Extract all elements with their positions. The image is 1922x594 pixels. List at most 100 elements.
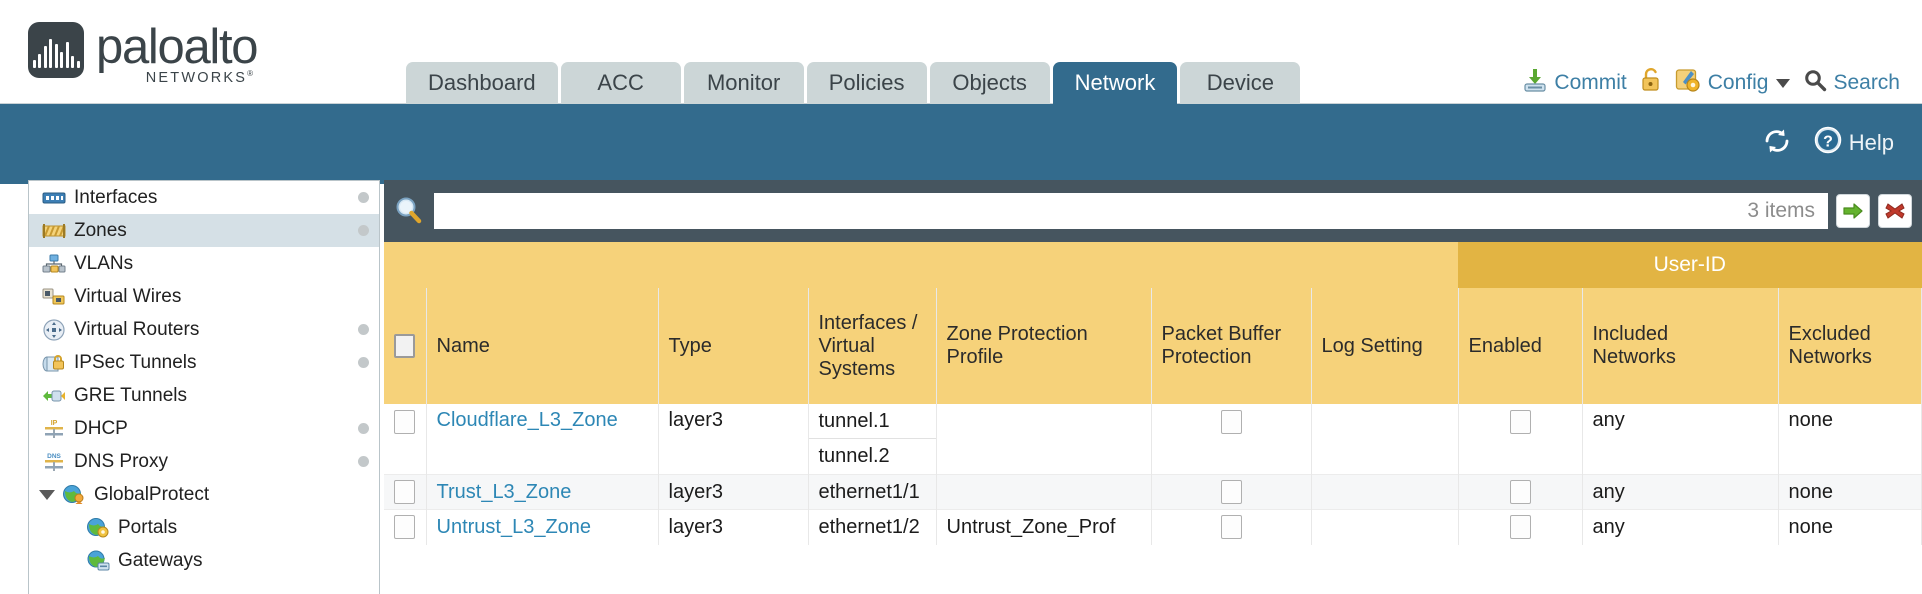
cell-userid-enabled [1458,404,1583,475]
column-header-log-setting[interactable]: Log Setting [1311,288,1459,404]
search-input[interactable] [435,195,1740,227]
cell-zone-protection-profile [936,474,1152,510]
zone-name-link[interactable]: Untrust_L3_Zone [436,515,592,538]
cell-type: layer3 [658,474,809,510]
row-checkbox[interactable] [394,410,415,434]
column-header-enabled[interactable]: Enabled [1458,288,1583,404]
sidebar-item-virtual-routers[interactable]: Virtual Routers [29,313,379,346]
main-navigation-tabs: Dashboard ACC Monitor Policies Objects N… [406,62,1303,104]
tab-policies[interactable]: Policies [806,62,927,104]
gre-tunnels-icon [41,385,67,407]
dns-proxy-icon: DNS [41,451,67,473]
row-checkbox[interactable] [394,515,415,540]
cell-interfaces: tunnel.1 tunnel.2 [808,404,937,475]
tab-monitor[interactable]: Monitor [683,62,804,104]
sidebar-item-gre-tunnels[interactable]: GRE Tunnels [29,379,379,412]
group-header-row: User-ID [384,242,1922,288]
sidebar-item-interfaces[interactable]: Interfaces [29,181,379,214]
sidebar-item-dns-proxy[interactable]: DNS DNS Proxy [29,445,379,478]
zone-name-link[interactable]: Cloudflare_L3_Zone [436,409,618,431]
zones-table-head: User-ID Name Type Interfaces / Virtual S… [384,242,1922,404]
userid-enabled-checkbox[interactable] [1509,515,1531,540]
userid-enabled-checkbox[interactable] [1509,410,1531,434]
tab-device[interactable]: Device [1180,62,1301,104]
cell-interfaces: ethernet1/1 [808,474,937,510]
zones-content-panel: 3 items [384,180,1922,594]
sidebar-item-label: DNS Proxy [74,450,168,472]
search-button[interactable]: Search [1803,68,1900,98]
column-header-included-networks[interactable]: Included Networks [1582,288,1779,404]
column-header-packet-buffer-protection[interactable]: Packet Buffer Protection [1151,288,1312,404]
lock-button[interactable] [1640,67,1662,99]
gateways-icon [85,550,111,572]
header-line-2: Networks [1788,346,1872,368]
header-line-1: Included [1592,323,1669,345]
cell-userid-enabled [1458,474,1583,510]
filter-input-wrap[interactable]: 3 items [434,193,1828,229]
cell-included-networks: any [1582,404,1779,475]
tab-network[interactable]: Network [1052,62,1178,104]
status-dot [358,357,369,368]
column-header-type[interactable]: Type [658,288,809,404]
userid-enabled-checkbox[interactable] [1509,480,1531,504]
header-line-1: Zone Protection [946,323,1088,345]
cell-log-setting [1311,474,1459,510]
group-header-userid: User-ID [1458,242,1922,288]
header-line-1: Packet Buffer [1161,323,1282,345]
select-all-header [384,288,427,404]
group-header-spacer [384,242,1458,288]
search-label: Search [1833,71,1900,94]
sidebar-item-virtual-wires[interactable]: Virtual Wires [29,280,379,313]
sidebar-item-ipsec-tunnels[interactable]: IPSec Tunnels [29,346,379,379]
cell-log-setting [1311,509,1459,545]
column-header-zone-protection-profile[interactable]: Zone Protection Profile [936,288,1152,404]
brand-name: paloalto [96,20,259,74]
cell-included-networks: any [1582,474,1779,510]
sidebar-item-vlans[interactable]: VLANs [29,247,379,280]
help-button[interactable]: ? Help [1814,126,1894,160]
tab-objects[interactable]: Objects [929,62,1050,104]
paloalto-logo-mark-icon [28,22,84,78]
column-header-name[interactable]: Name [426,288,659,404]
sidebar-item-globalprotect[interactable]: GlobalProtect [29,478,379,511]
chevron-down-icon [1776,78,1791,88]
cell-name: Trust_L3_Zone [426,474,659,510]
cell-packet-buffer-protection [1151,404,1312,475]
config-dropdown[interactable]: Config [1675,67,1791,99]
select-all-checkbox[interactable] [394,334,415,358]
network-sidebar: Interfaces Zones [28,180,380,594]
tab-acc[interactable]: ACC [560,62,681,104]
lock-icon [1640,67,1662,99]
sidebar-item-label: VLANs [74,252,134,274]
packet-buffer-protection-checkbox[interactable] [1220,515,1242,540]
zones-table: User-ID Name Type Interfaces / Virtual S… [384,242,1922,545]
header-line-1: Interfaces / [818,311,918,334]
filter-toolbar: 3 items [384,180,1922,242]
sidebar-item-dhcp[interactable]: IP DHCP [29,412,379,445]
packet-buffer-protection-checkbox[interactable] [1220,480,1242,504]
search-magnifier-icon[interactable] [392,194,426,228]
packet-buffer-protection-checkbox[interactable] [1220,410,1242,434]
twisty-expanded-icon[interactable] [39,489,55,500]
apply-filter-button[interactable] [1836,194,1870,228]
row-checkbox[interactable] [394,480,415,504]
status-dot [358,423,369,434]
virtual-wires-icon [41,286,67,308]
cell-zone-protection-profile: Untrust_Zone_Prof [936,509,1152,545]
commit-button[interactable]: Commit [1522,67,1627,99]
clear-filter-button[interactable] [1878,194,1912,228]
column-header-excluded-networks[interactable]: Excluded Networks [1778,288,1922,404]
cell-interfaces: ethernet1/2 [808,509,937,545]
tab-dashboard[interactable]: Dashboard [406,62,558,104]
column-header-interfaces[interactable]: Interfaces / Virtual Systems [808,288,937,404]
refresh-icon[interactable] [1762,127,1792,160]
header-line-2: Protection [1161,346,1252,368]
table-row[interactable]: Untrust_L3_Zone layer3 ethernet1/2 Untru… [384,509,1922,545]
banner-actions: ? Help [1762,126,1894,160]
sidebar-item-gateways[interactable]: Gateways [29,544,379,577]
zone-name-link[interactable]: Trust_L3_Zone [436,480,572,503]
table-row[interactable]: Trust_L3_Zone layer3 ethernet1/1 any [384,474,1922,510]
sidebar-item-portals[interactable]: Portals [29,511,379,544]
sidebar-item-zones[interactable]: Zones [29,214,379,247]
